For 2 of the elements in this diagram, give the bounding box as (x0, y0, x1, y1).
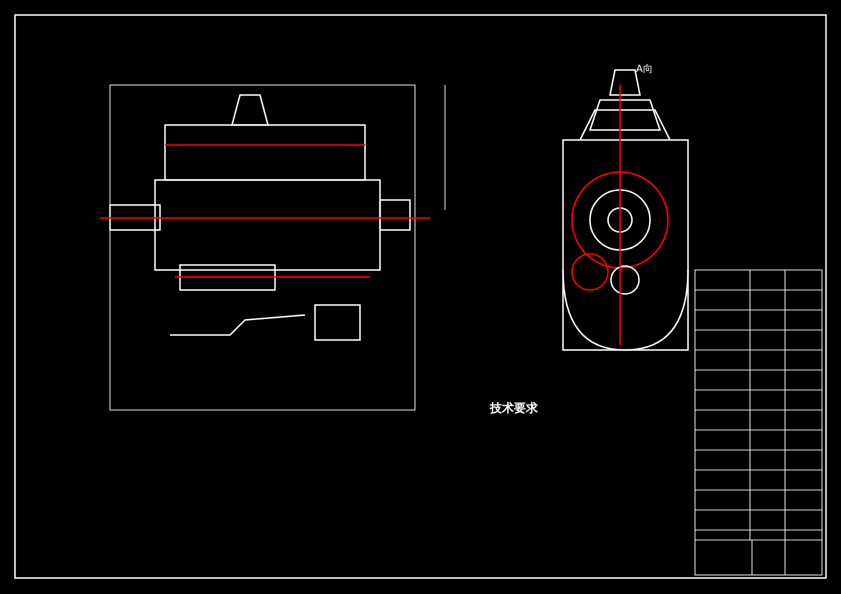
view-label: A向 (636, 63, 653, 76)
section-heading: 技术要求 (490, 400, 538, 417)
